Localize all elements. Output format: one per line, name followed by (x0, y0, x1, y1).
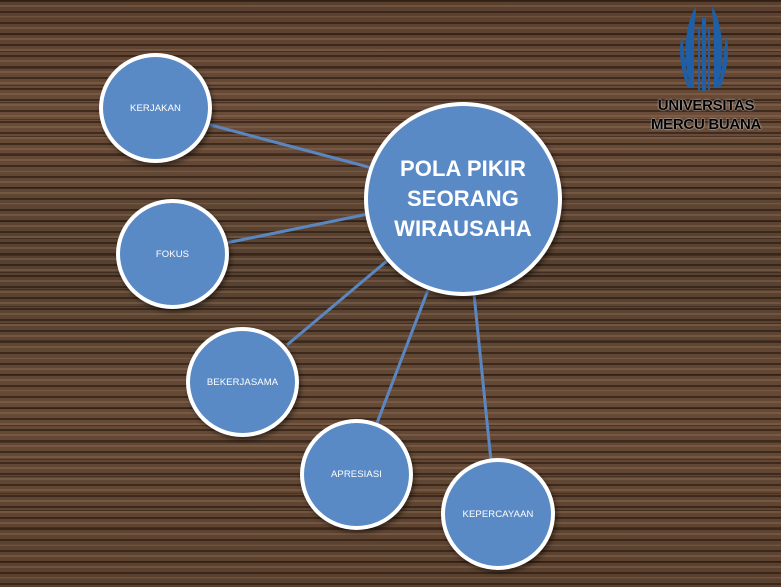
connector-fokus (225, 212, 369, 245)
university-logo (680, 6, 728, 92)
node-apresiasi: APRESIASI (300, 419, 413, 530)
node-apresiasi-label: APRESIASI (330, 469, 383, 480)
connector-bekerjasama (286, 258, 389, 347)
node-kepercayaan: KEPERCAYAAN (441, 458, 555, 570)
connector-kepercayaan (472, 293, 493, 462)
university-name-line1: UNIVERSITAS (657, 97, 755, 114)
node-kerjakan-label: KERJAKAN (130, 102, 181, 114)
connector-apresiasi (375, 289, 430, 424)
node-fokus: FOKUS (116, 199, 229, 309)
connector-kerjakan (206, 122, 373, 170)
center-node: POLA PIKIR SEORANG WIRAUSAHA (364, 102, 562, 296)
university-name-line2: MERCU BUANA (650, 116, 762, 133)
node-kepercayaan-label: KEPERCAYAAN (462, 508, 534, 520)
node-bekerjasama: BEKERJASAMA (186, 327, 299, 437)
node-kerjakan: KERJAKAN (99, 53, 212, 163)
center-node-label: POLA PIKIR SEORANG WIRAUSAHA (394, 156, 532, 241)
node-bekerjasama-label: BEKERJASAMA (206, 376, 279, 388)
university-name: UNIVERSITAS MERCU BUANA (636, 96, 776, 134)
node-fokus-label: FOKUS (155, 248, 190, 260)
